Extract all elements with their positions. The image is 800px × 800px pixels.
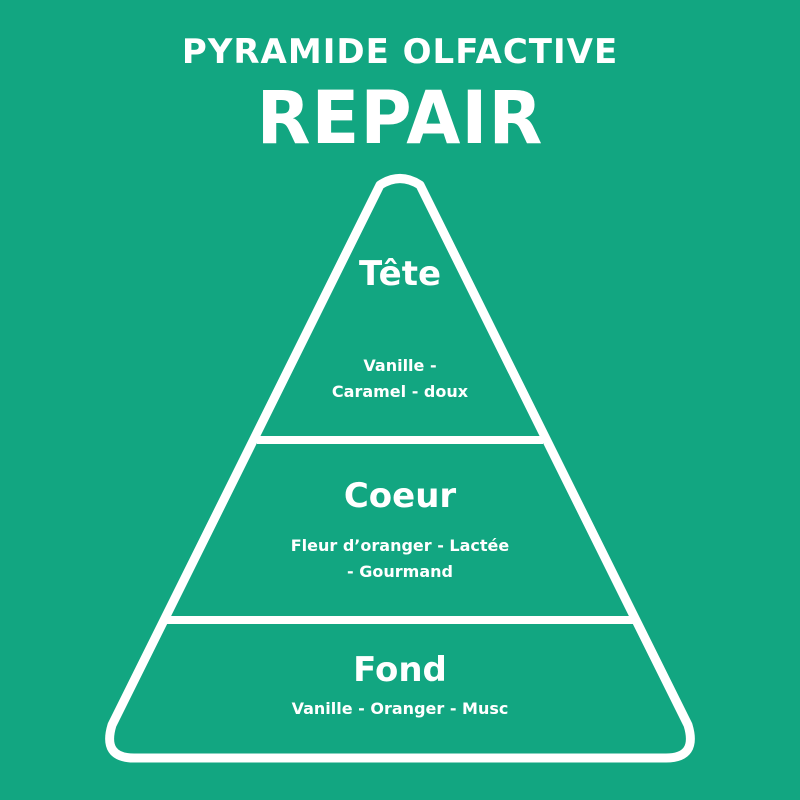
tier-tete-name: Tête xyxy=(358,254,442,294)
tier-fond-notes: Vanille - Oranger - Musc xyxy=(0,696,800,722)
tier-coeur-notes-line1: Fleur d’oranger - Lactée xyxy=(290,536,510,555)
tier-coeur: Coeur xyxy=(0,476,800,516)
page-title: REPAIR xyxy=(256,74,544,162)
subtitle: PYRAMIDE OLFACTIVE xyxy=(181,32,619,72)
tier-fond: Fond xyxy=(0,650,800,690)
tier-coeur-name: Coeur xyxy=(343,476,457,516)
tier-tete-notes: Vanille - Caramel - doux xyxy=(0,353,800,405)
tier-tete-notes-line2: Caramel - doux xyxy=(331,382,469,401)
tier-coeur-notes: Fleur d’oranger - Lactée - Gourmand xyxy=(0,533,800,585)
tier-tete-notes-line1: Vanille - xyxy=(363,356,437,375)
tier-fond-notes-line1: Vanille - Oranger - Musc xyxy=(291,699,509,718)
tier-fond-name: Fond xyxy=(353,650,447,690)
tier-tete: Tête xyxy=(0,254,800,294)
pyramid-outline xyxy=(105,174,695,763)
tier-coeur-notes-line2: - Gourmand xyxy=(347,562,453,581)
